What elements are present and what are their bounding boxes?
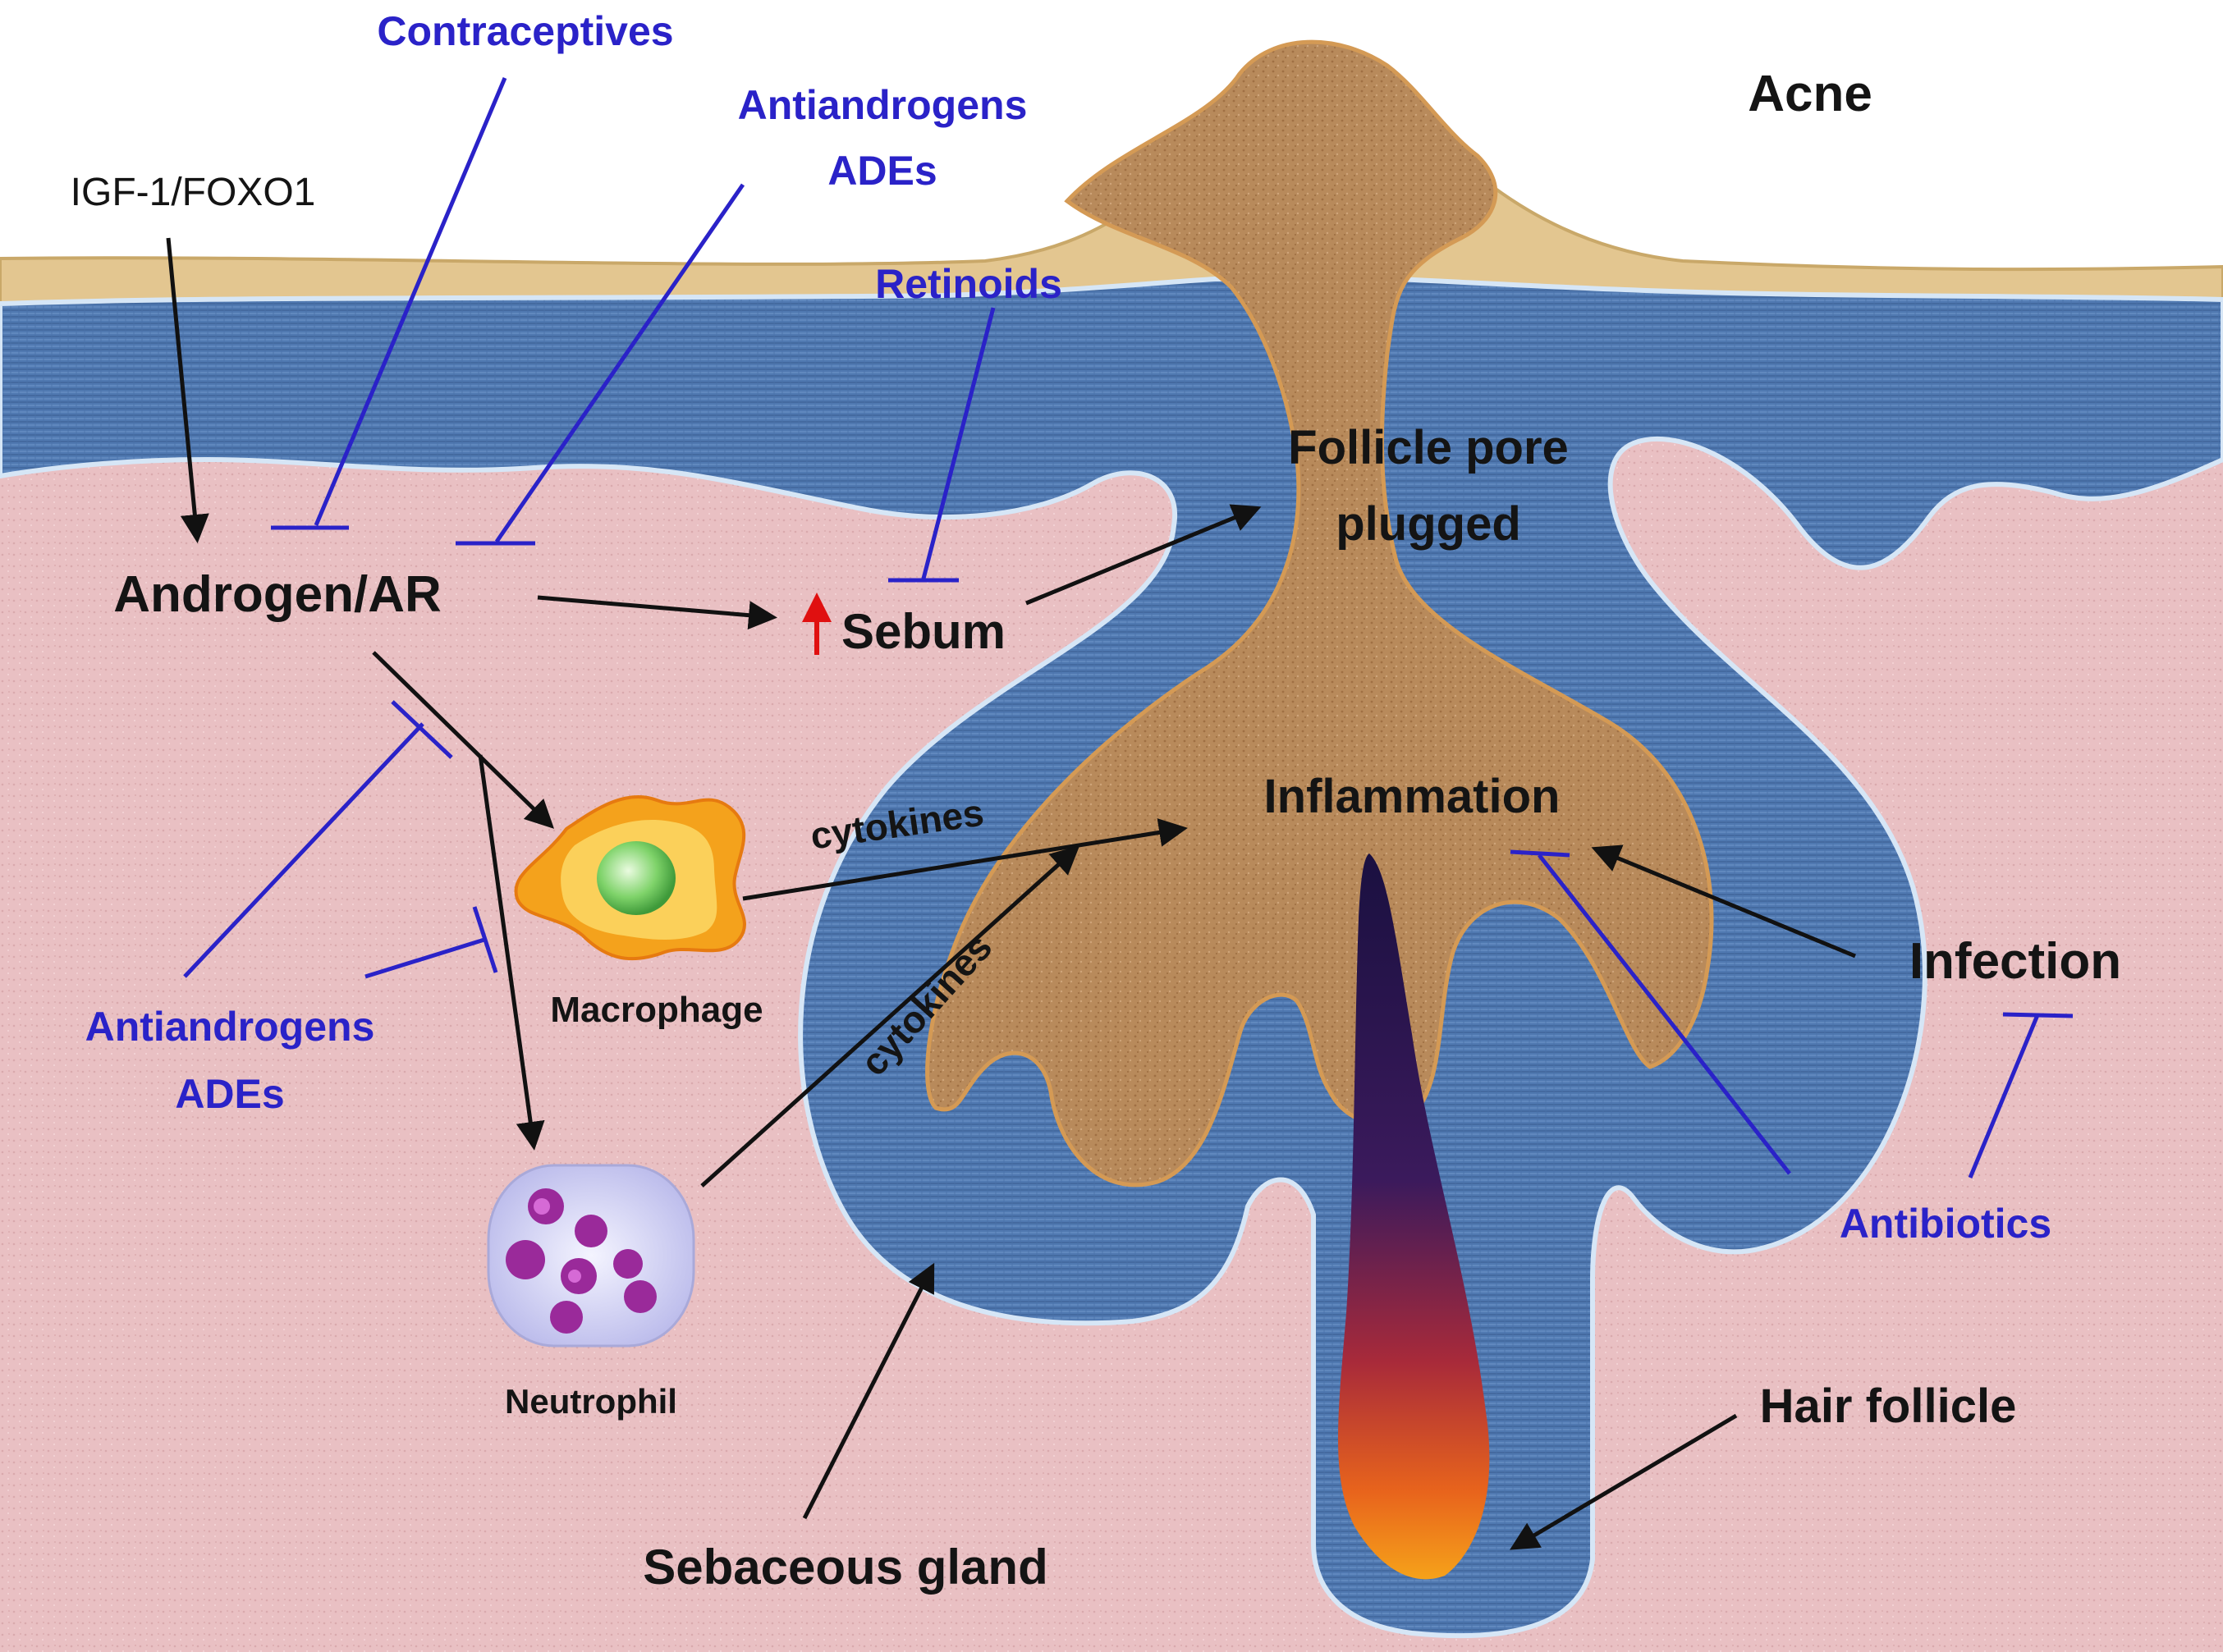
ades-left-label: ADEs xyxy=(175,1071,284,1117)
igf1-foxo1-label: IGF-1/FOXO1 xyxy=(71,171,316,214)
hair-follicle-label: Hair follicle xyxy=(1760,1380,2017,1433)
androgen-ar-label: Androgen/AR xyxy=(113,566,442,623)
infection-label: Infection xyxy=(1909,933,2121,990)
neutrophil-label: Neutrophil xyxy=(505,1382,677,1421)
acne-label: Acne xyxy=(1748,66,1872,122)
plugged-label: plugged xyxy=(1336,497,1521,551)
contraceptives-label: Contraceptives xyxy=(377,8,673,54)
inflammation-label: Inflammation xyxy=(1264,770,1561,823)
neutrophil-cell-icon xyxy=(488,1165,694,1346)
macrophage-label: Macrophage xyxy=(550,990,763,1030)
follicle-pore-label: Follicle pore xyxy=(1288,421,1569,474)
antiandrogens-top-label: Antiandrogens xyxy=(738,82,1028,128)
sebaceous-gland-label: Sebaceous gland xyxy=(643,1540,1047,1595)
antiandrogens-left-label: Antiandrogens xyxy=(85,1004,375,1050)
sebum-label: Sebum xyxy=(841,604,1006,659)
retinoids-label: Retinoids xyxy=(875,261,1062,307)
antibiotics-label: Antibiotics xyxy=(1840,1201,2051,1247)
ades-top-label: ADEs xyxy=(827,148,937,194)
